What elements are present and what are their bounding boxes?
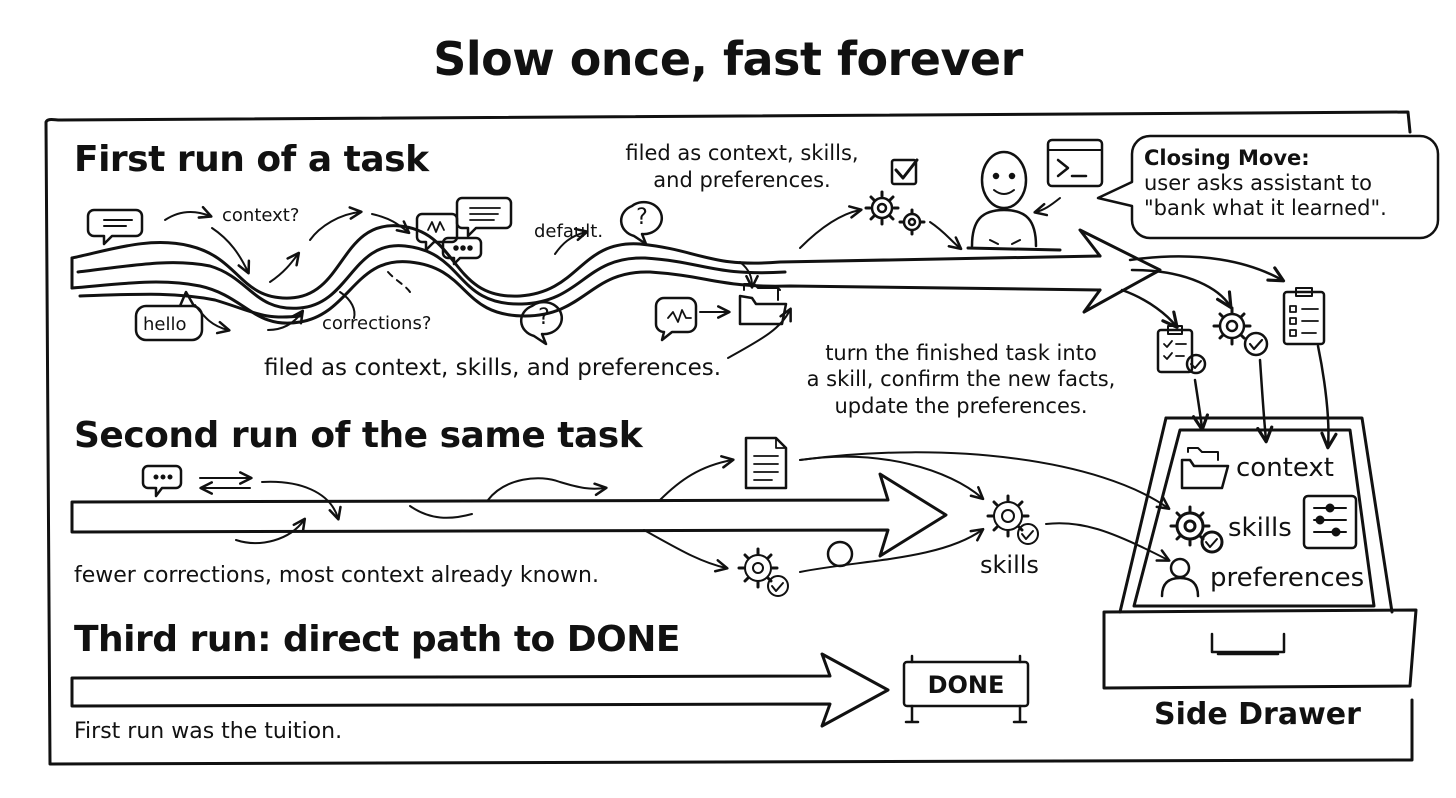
- bank-step-2: a skill, confirm the new facts,: [806, 367, 1116, 392]
- drawer-item-skills: skills: [1228, 513, 1292, 543]
- context-question-label: context?: [222, 205, 300, 226]
- bank-to-drawer-arrows: [1120, 255, 1338, 450]
- closing-move-line-2: "bank what it learned".: [1144, 196, 1387, 221]
- page-title: Slow once, fast forever: [433, 32, 1023, 86]
- done-sign: [902, 654, 1030, 724]
- closing-move-title: Closing Move:: [1144, 146, 1310, 170]
- bank-steps: turn the finished task into a skill, con…: [786, 340, 1136, 419]
- corrections-question-label: corrections?: [322, 313, 432, 334]
- third-run-note: First run was the tuition.: [74, 719, 343, 744]
- bank-step-3: update the preferences.: [834, 393, 1088, 418]
- first-run-top-icons: [864, 138, 1104, 252]
- second-run-heading: Second run of the same task: [74, 415, 643, 456]
- closing-move-line-1: user asks assistant to: [1144, 171, 1372, 196]
- question-mark-bubble-text-2: ?: [636, 205, 648, 230]
- first-run-bubbles: [86, 196, 788, 346]
- outer-frame: [44, 110, 1414, 766]
- filed-note-bottom: filed as context, skills, and preference…: [264, 355, 722, 381]
- drawer-item-context: context: [1236, 453, 1334, 483]
- first-run-heading: First run of a task: [74, 139, 429, 180]
- hello-label: hello: [143, 314, 187, 335]
- first-run-wavy-path: [70, 224, 1162, 325]
- closing-move-bubble: [1096, 134, 1440, 240]
- second-run-note: fewer corrections, most context already …: [74, 563, 599, 588]
- third-run-heading: Third run: direct path to DONE: [74, 619, 681, 660]
- second-run-arrow: [70, 472, 948, 558]
- first-run-connectors: [164, 197, 1061, 359]
- side-drawer: [1102, 416, 1418, 690]
- filed-note-top: filed as context, skills, and preference…: [592, 141, 892, 193]
- drawer-caption: Side Drawer: [1154, 697, 1361, 732]
- default-label: default.: [534, 221, 604, 242]
- bank-step-1: turn the finished task into: [825, 341, 1097, 365]
- drawer-item-preferences: preferences: [1210, 563, 1365, 593]
- filed-note-top-line-1: filed as context, skills,: [625, 141, 859, 165]
- second-run-skills-label: skills: [980, 551, 1039, 579]
- second-run-connectors: [141, 436, 1171, 597]
- question-mark-bubble-text: ?: [538, 305, 550, 330]
- third-run-arrow: [70, 652, 890, 728]
- done-sign-label: DONE: [927, 671, 1005, 699]
- closing-move-text: Closing Move: user asks assistant to "ba…: [1144, 146, 1387, 222]
- filed-note-top-line-2: and preferences.: [653, 168, 831, 193]
